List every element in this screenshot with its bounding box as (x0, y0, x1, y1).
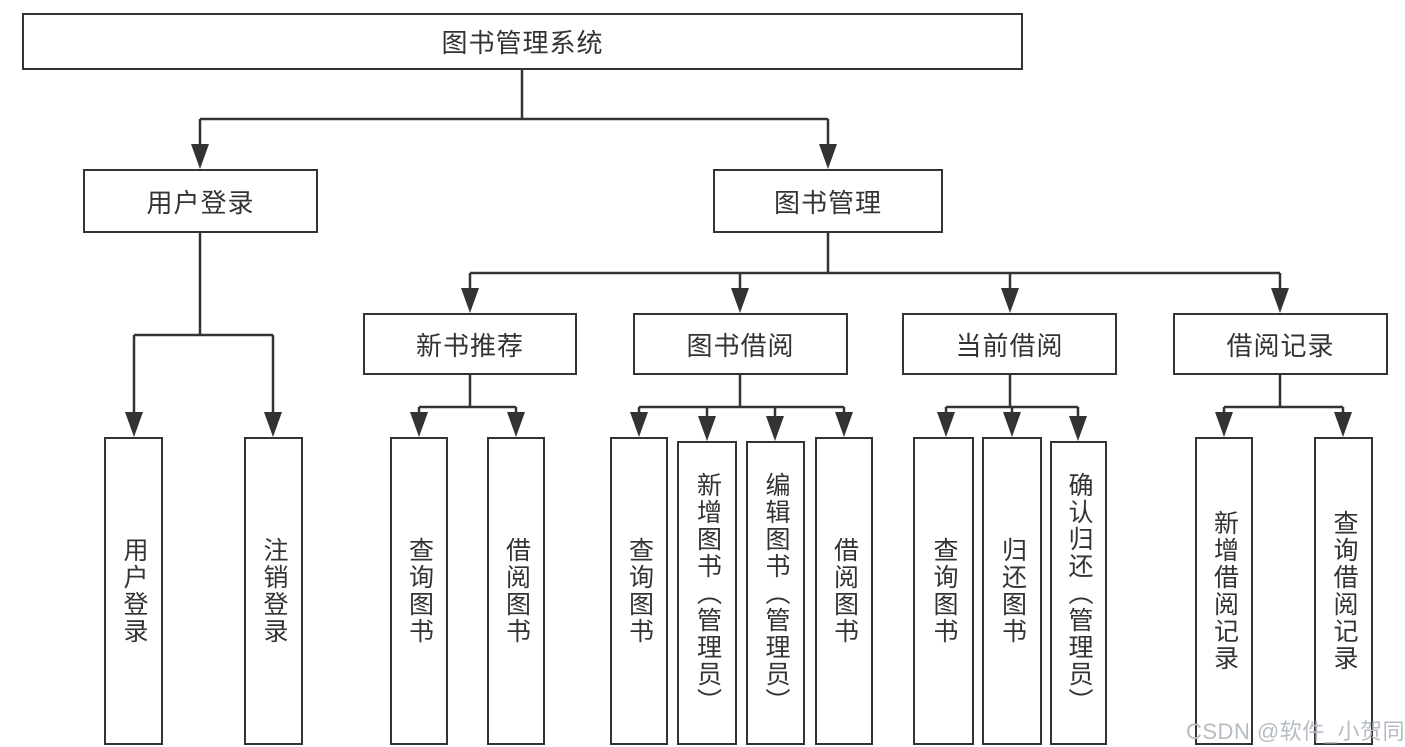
leaf-query-borrow-record: 查询借阅记录 (1314, 437, 1373, 745)
leaf-edit-books-admin: 编辑图书（管理员） (746, 441, 805, 745)
node-current-borrow: 当前借阅 (902, 313, 1117, 375)
leaf-borrow-books-recommend: 借阅图书 (487, 437, 545, 745)
leaf-confirm-return-admin: 确认归还（管理员） (1050, 441, 1107, 745)
node-user-login: 用户登录 (83, 169, 318, 233)
arrowheads (125, 144, 1352, 441)
node-book-management: 图书管理 (713, 169, 943, 233)
leaf-query-books-borrow: 查询图书 (610, 437, 668, 745)
node-root-system: 图书管理系统 (22, 13, 1023, 70)
leaf-user-login: 用户登录 (104, 437, 163, 745)
csdn-watermark: CSDN @软件_小贺同学 (1186, 719, 1405, 744)
leaf-query-books-recommend: 查询图书 (390, 437, 448, 745)
leaf-logout: 注销登录 (244, 437, 303, 745)
leaf-query-books-current: 查询图书 (913, 437, 974, 745)
node-book-borrow: 图书借阅 (633, 313, 848, 375)
leaf-add-borrow-record: 新增借阅记录 (1195, 437, 1253, 745)
leaf-add-books-admin: 新增图书（管理员） (677, 441, 737, 745)
leaf-return-books: 归还图书 (982, 437, 1042, 745)
node-borrow-records: 借阅记录 (1173, 313, 1388, 375)
leaf-borrow-books: 借阅图书 (815, 437, 873, 745)
node-new-book-recommend: 新书推荐 (363, 313, 577, 375)
